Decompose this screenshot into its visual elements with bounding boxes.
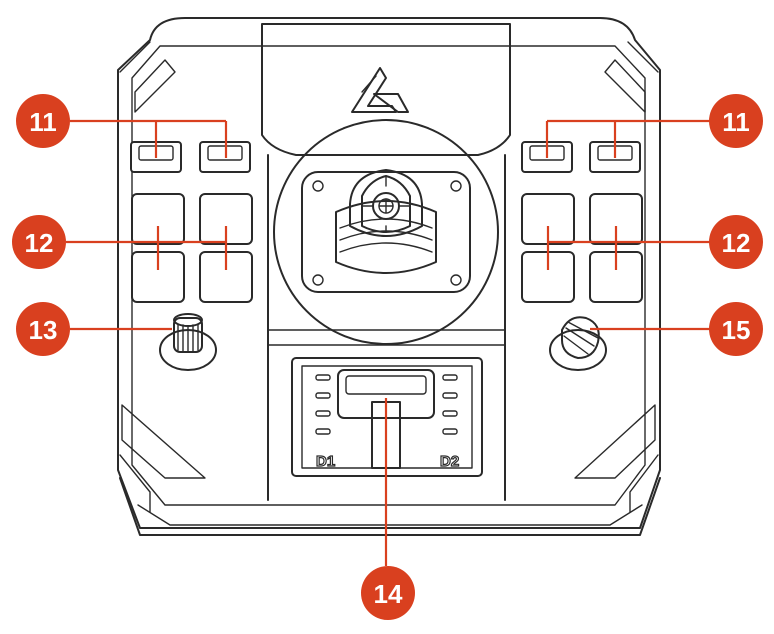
svg-text:12: 12 — [25, 228, 54, 258]
svg-text:12: 12 — [722, 228, 751, 258]
svg-text:14: 14 — [374, 579, 403, 609]
central-column — [261, 23, 511, 501]
svg-text:11: 11 — [722, 107, 750, 137]
svg-text:15: 15 — [722, 315, 751, 345]
left-button-grid — [131, 193, 253, 303]
slider-label-d1: D1 — [316, 453, 335, 470]
callout-lines — [66, 119, 714, 566]
brand-logo — [351, 67, 409, 113]
callout-badge-11-left: 11 — [16, 94, 70, 148]
right-button-grid — [521, 193, 643, 303]
svg-text:11: 11 — [29, 107, 57, 137]
svg-text:13: 13 — [29, 315, 58, 345]
left-toggle-switches — [130, 141, 251, 173]
rotary-knob-right[interactable] — [549, 316, 607, 371]
slider-label-d2: D2 — [440, 453, 459, 470]
callout-badge-15: 15 — [709, 302, 763, 356]
callout-badge-12-right: 12 — [709, 215, 763, 269]
callout-badge-12-left: 12 — [12, 215, 66, 269]
right-toggle-switches — [521, 141, 641, 173]
callout-badge-11-right: 11 — [709, 94, 763, 148]
rotary-knob-left[interactable] — [159, 313, 217, 371]
logo-panel — [261, 23, 511, 156]
callout-badge-13: 13 — [16, 302, 70, 356]
device-body — [117, 17, 661, 536]
joystick[interactable] — [273, 119, 499, 345]
callout-badge-14: 14 — [361, 566, 415, 620]
